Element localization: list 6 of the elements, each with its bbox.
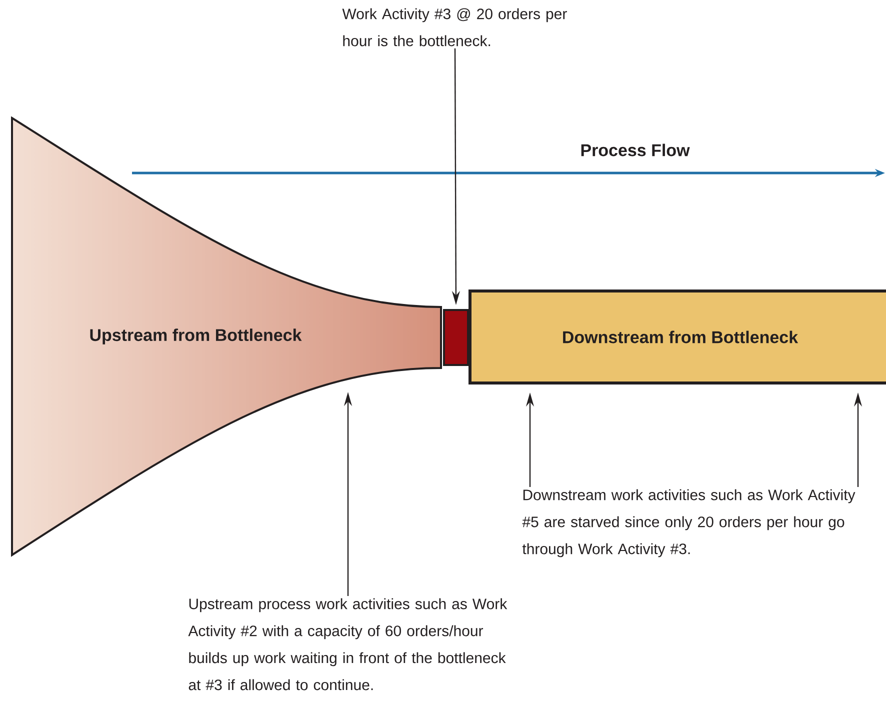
note-text: Downstream work activities such as Work Activity #5 are starved since only 20 orders per hour go through Work Activity #3. xyxy=(522,489,856,558)
downstream-box: Downstream from Bottleneck xyxy=(468,290,886,384)
note-text: Work Activity #3 @ 20 orders per hour is the bottleneck. xyxy=(342,8,567,46)
bottleneck-box xyxy=(443,309,469,366)
note-text: Upstream process work activities such as Work Activity #2 with a capacity of 60 orders/hour builds up work waiting in front of the bottleneck at #3 if allowed to continue. xyxy=(188,598,508,690)
flow-label: Process Flow xyxy=(581,144,690,156)
